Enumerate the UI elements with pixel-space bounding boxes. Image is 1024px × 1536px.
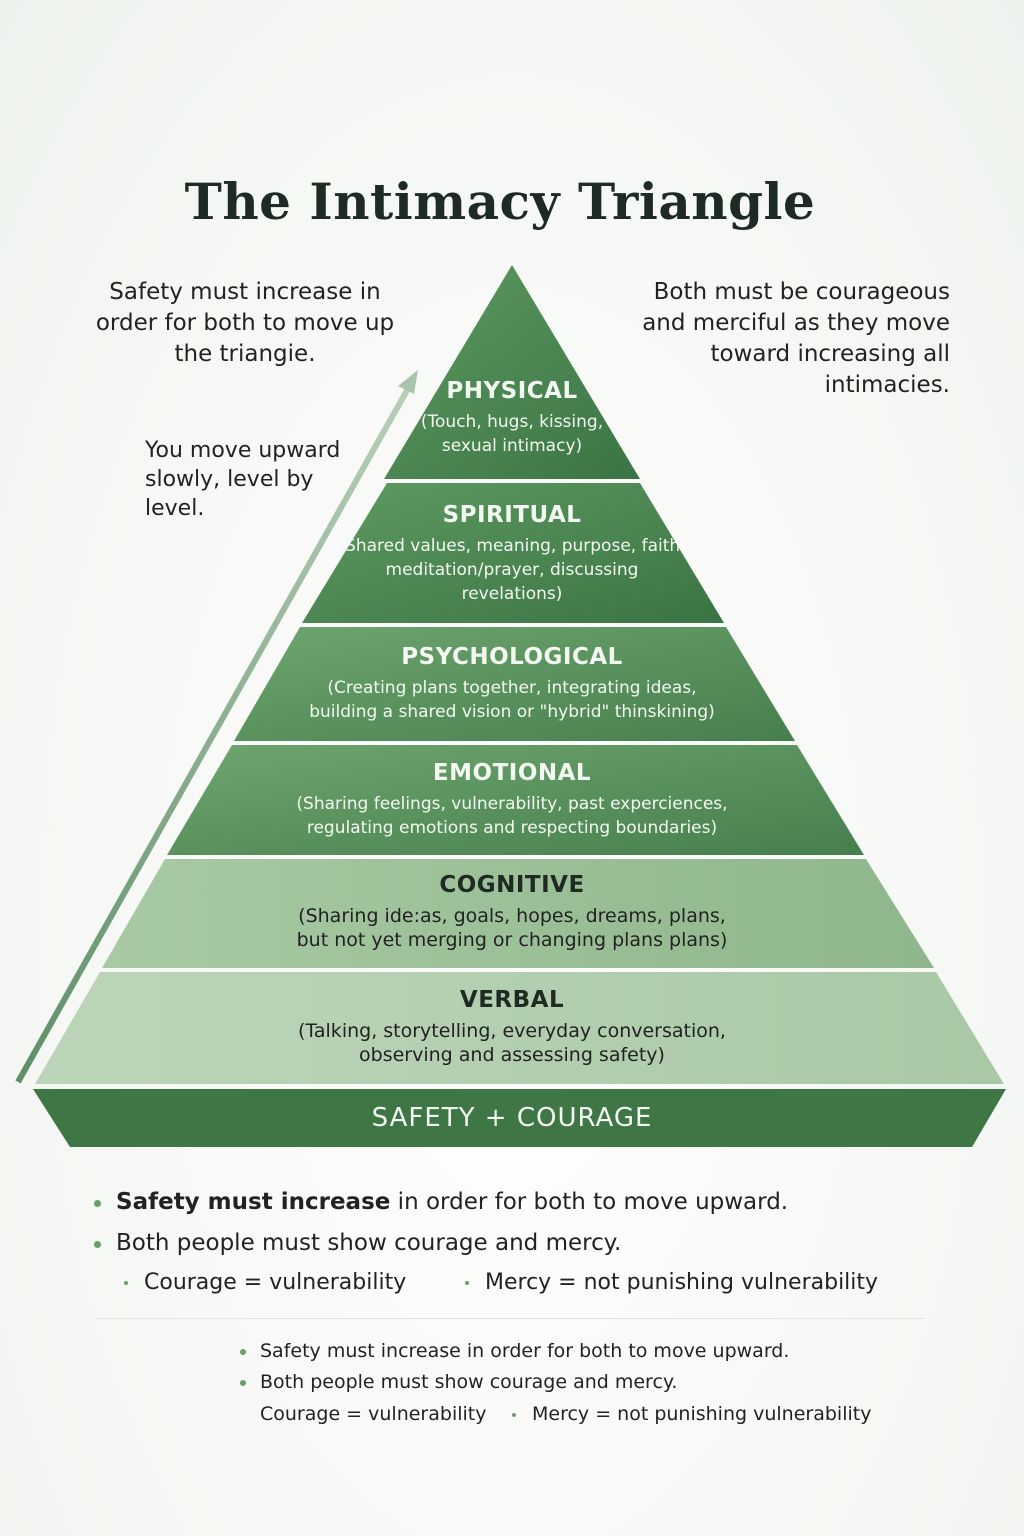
layer-physical: PHYSICAL (Touch, hugs, kissing, sexual in… xyxy=(0,378,1024,458)
bullet-item: Both people must show courage and mercy. xyxy=(238,1367,789,1398)
layer-physical-shape xyxy=(384,265,640,479)
desc-line: (Creating plans together, integrating id… xyxy=(327,678,697,698)
layer-name: PHYSICAL xyxy=(446,378,578,404)
layer-emotional-shape xyxy=(167,745,864,855)
layer-desc: (Shared values, meaning, purpose, faith,… xyxy=(0,534,1024,606)
layer-desc: (Creating plans together, integrating id… xyxy=(0,676,1024,724)
note-courage-mercy: Both must be courageous and merciful as … xyxy=(642,279,950,398)
layer-name: PSYCHOLOGICAL xyxy=(401,644,623,670)
layer-desc: (Talking, storytelling, everyday convers… xyxy=(0,1019,1024,1067)
desc-line: building a shared vision or "hybrid" thi… xyxy=(309,702,715,722)
sub-bullet-text: Courage = vulnerability xyxy=(144,1270,407,1295)
desc-line: (Shared values, meaning, purpose, faith, xyxy=(338,536,686,556)
layer-name: VERBAL xyxy=(459,987,565,1013)
desc-line: (Sharing ide:as, goals, hopes, dreams, p… xyxy=(298,905,726,927)
desc-line: observing and assessing safety) xyxy=(359,1044,665,1066)
base-safety-courage-shape xyxy=(33,1089,1006,1147)
layer-verbal-shape xyxy=(35,972,1004,1084)
layer-psychological-shape xyxy=(234,627,795,741)
layer-desc: (Sharing feelings, vulnerability, past e… xyxy=(0,792,1024,840)
layer-name: SPIRITUAL xyxy=(442,502,582,528)
bullet-bold: Safety must increase xyxy=(116,1189,391,1215)
desc-line: sexual intimacy) xyxy=(441,436,583,456)
bullet-list-repeat: Safety must increase in order for both t… xyxy=(238,1336,789,1398)
layer-desc: (Touch, hugs, kissing, sexual intimacy) xyxy=(0,410,1024,458)
layer-spiritual: SPIRITUAL (Shared values, meaning, purpo… xyxy=(0,502,1024,606)
sub-bullet-mercy-repeat: Mercy = not punishing vulnerability xyxy=(512,1403,871,1425)
desc-line: meditation/prayer, discussing xyxy=(385,560,639,580)
bullet-item: Both people must show courage and mercy. xyxy=(88,1223,788,1264)
layer-emotional: EMOTIONAL (Sharing feelings, vulnerabili… xyxy=(0,760,1024,840)
sub-bullet-courage-repeat: Courage = vulnerability xyxy=(260,1403,487,1425)
base-label: SAFETY + COURAGE xyxy=(371,1103,653,1133)
desc-line: regulating emotions and respecting bound… xyxy=(306,818,718,838)
desc-line: (Talking, storytelling, everyday convers… xyxy=(298,1020,726,1042)
layer-psychological: PSYCHOLOGICAL (Creating plans together, … xyxy=(0,644,1024,724)
bullet-text: in order for both to move upward. xyxy=(390,1189,789,1215)
upward-arrow-icon xyxy=(15,370,418,1084)
layer-cognitive-shape xyxy=(102,859,934,968)
bullet-item: Safety must increase in order for both t… xyxy=(88,1182,788,1223)
divider xyxy=(95,1318,925,1319)
sub-bullet-courage: Courage = vulnerability xyxy=(124,1270,406,1295)
sub-bullet-text: Mercy = not punishing vulnerability xyxy=(532,1403,872,1425)
desc-line: but not yet merging or changing plans pl… xyxy=(296,929,728,951)
sub-bullet-mercy: Mercy = not punishing vulnerability xyxy=(465,1270,878,1295)
layer-name: EMOTIONAL xyxy=(432,760,592,786)
sub-bullet-text: Mercy = not punishing vulnerability xyxy=(485,1270,879,1295)
note-move-upward: You move upward slowly, level by level. xyxy=(145,438,341,521)
bullet-list: Safety must increase in order for both t… xyxy=(88,1182,788,1264)
bullet-item: Safety must increase in order for both t… xyxy=(238,1336,789,1367)
desc-line: revelations) xyxy=(461,584,563,604)
layer-name: COGNITIVE xyxy=(439,872,585,898)
page-title: The Intimacy Triangle xyxy=(184,172,816,231)
note-safety: Safety must increase in order for both t… xyxy=(95,279,395,367)
layer-desc: (Sharing ide:as, goals, hopes, dreams, p… xyxy=(0,904,1024,952)
desc-line: (Touch, hugs, kissing, xyxy=(420,412,604,432)
desc-line: (Sharing feelings, vulnerability, past e… xyxy=(296,794,728,814)
layer-verbal: VERBAL (Talking, storytelling, everyday … xyxy=(0,987,1024,1067)
layer-cognitive: COGNITIVE (Sharing ide:as, goals, hopes,… xyxy=(0,872,1024,952)
layer-spiritual-shape xyxy=(302,483,724,623)
